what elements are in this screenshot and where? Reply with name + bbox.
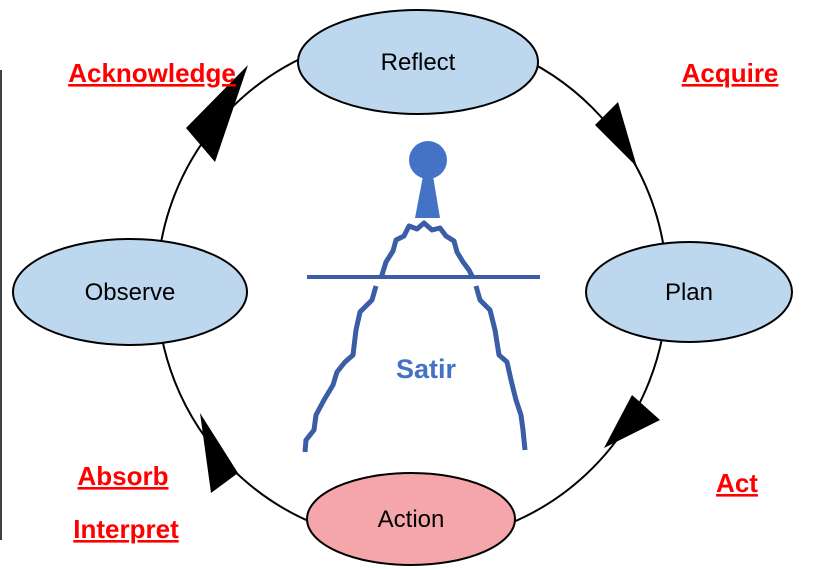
- node-action-shape: [306, 472, 516, 566]
- arrow-acquire-icon: [595, 102, 637, 167]
- iceberg-figure-head: [409, 141, 447, 179]
- node-action[interactable]: Action: [306, 472, 516, 566]
- phase-acquire: Acquire: [682, 58, 779, 88]
- node-plan-label: Plan: [665, 279, 713, 306]
- iceberg-body-right: [473, 285, 528, 451]
- arrow-absorb-icon: [200, 413, 238, 493]
- satir-iceberg-illustration: Satir: [302, 141, 540, 453]
- node-action-label: Action: [378, 506, 445, 533]
- node-reflect-shape: [297, 9, 539, 115]
- phase-absorb: Absorb: [78, 461, 169, 491]
- arrow-acknowledge-icon: [186, 65, 248, 162]
- satir-label: Satir: [396, 354, 457, 384]
- iceberg-body-left: [302, 285, 379, 453]
- iceberg-tip: [378, 220, 476, 280]
- node-observe-label: Observe: [85, 279, 176, 306]
- node-plan-shape: [585, 241, 793, 343]
- node-reflect-label: Reflect: [381, 49, 456, 76]
- node-observe[interactable]: Observe: [12, 238, 248, 346]
- phase-interpret: Interpret: [73, 514, 179, 544]
- phase-act: Act: [716, 468, 758, 498]
- node-reflect[interactable]: Reflect: [297, 9, 539, 115]
- node-plan[interactable]: Plan: [585, 241, 793, 343]
- arrow-act-icon: [604, 395, 660, 448]
- iceberg-figure-body: [415, 176, 440, 218]
- node-observe-shape: [12, 238, 248, 346]
- phase-acknowledge: Acknowledge: [68, 58, 236, 88]
